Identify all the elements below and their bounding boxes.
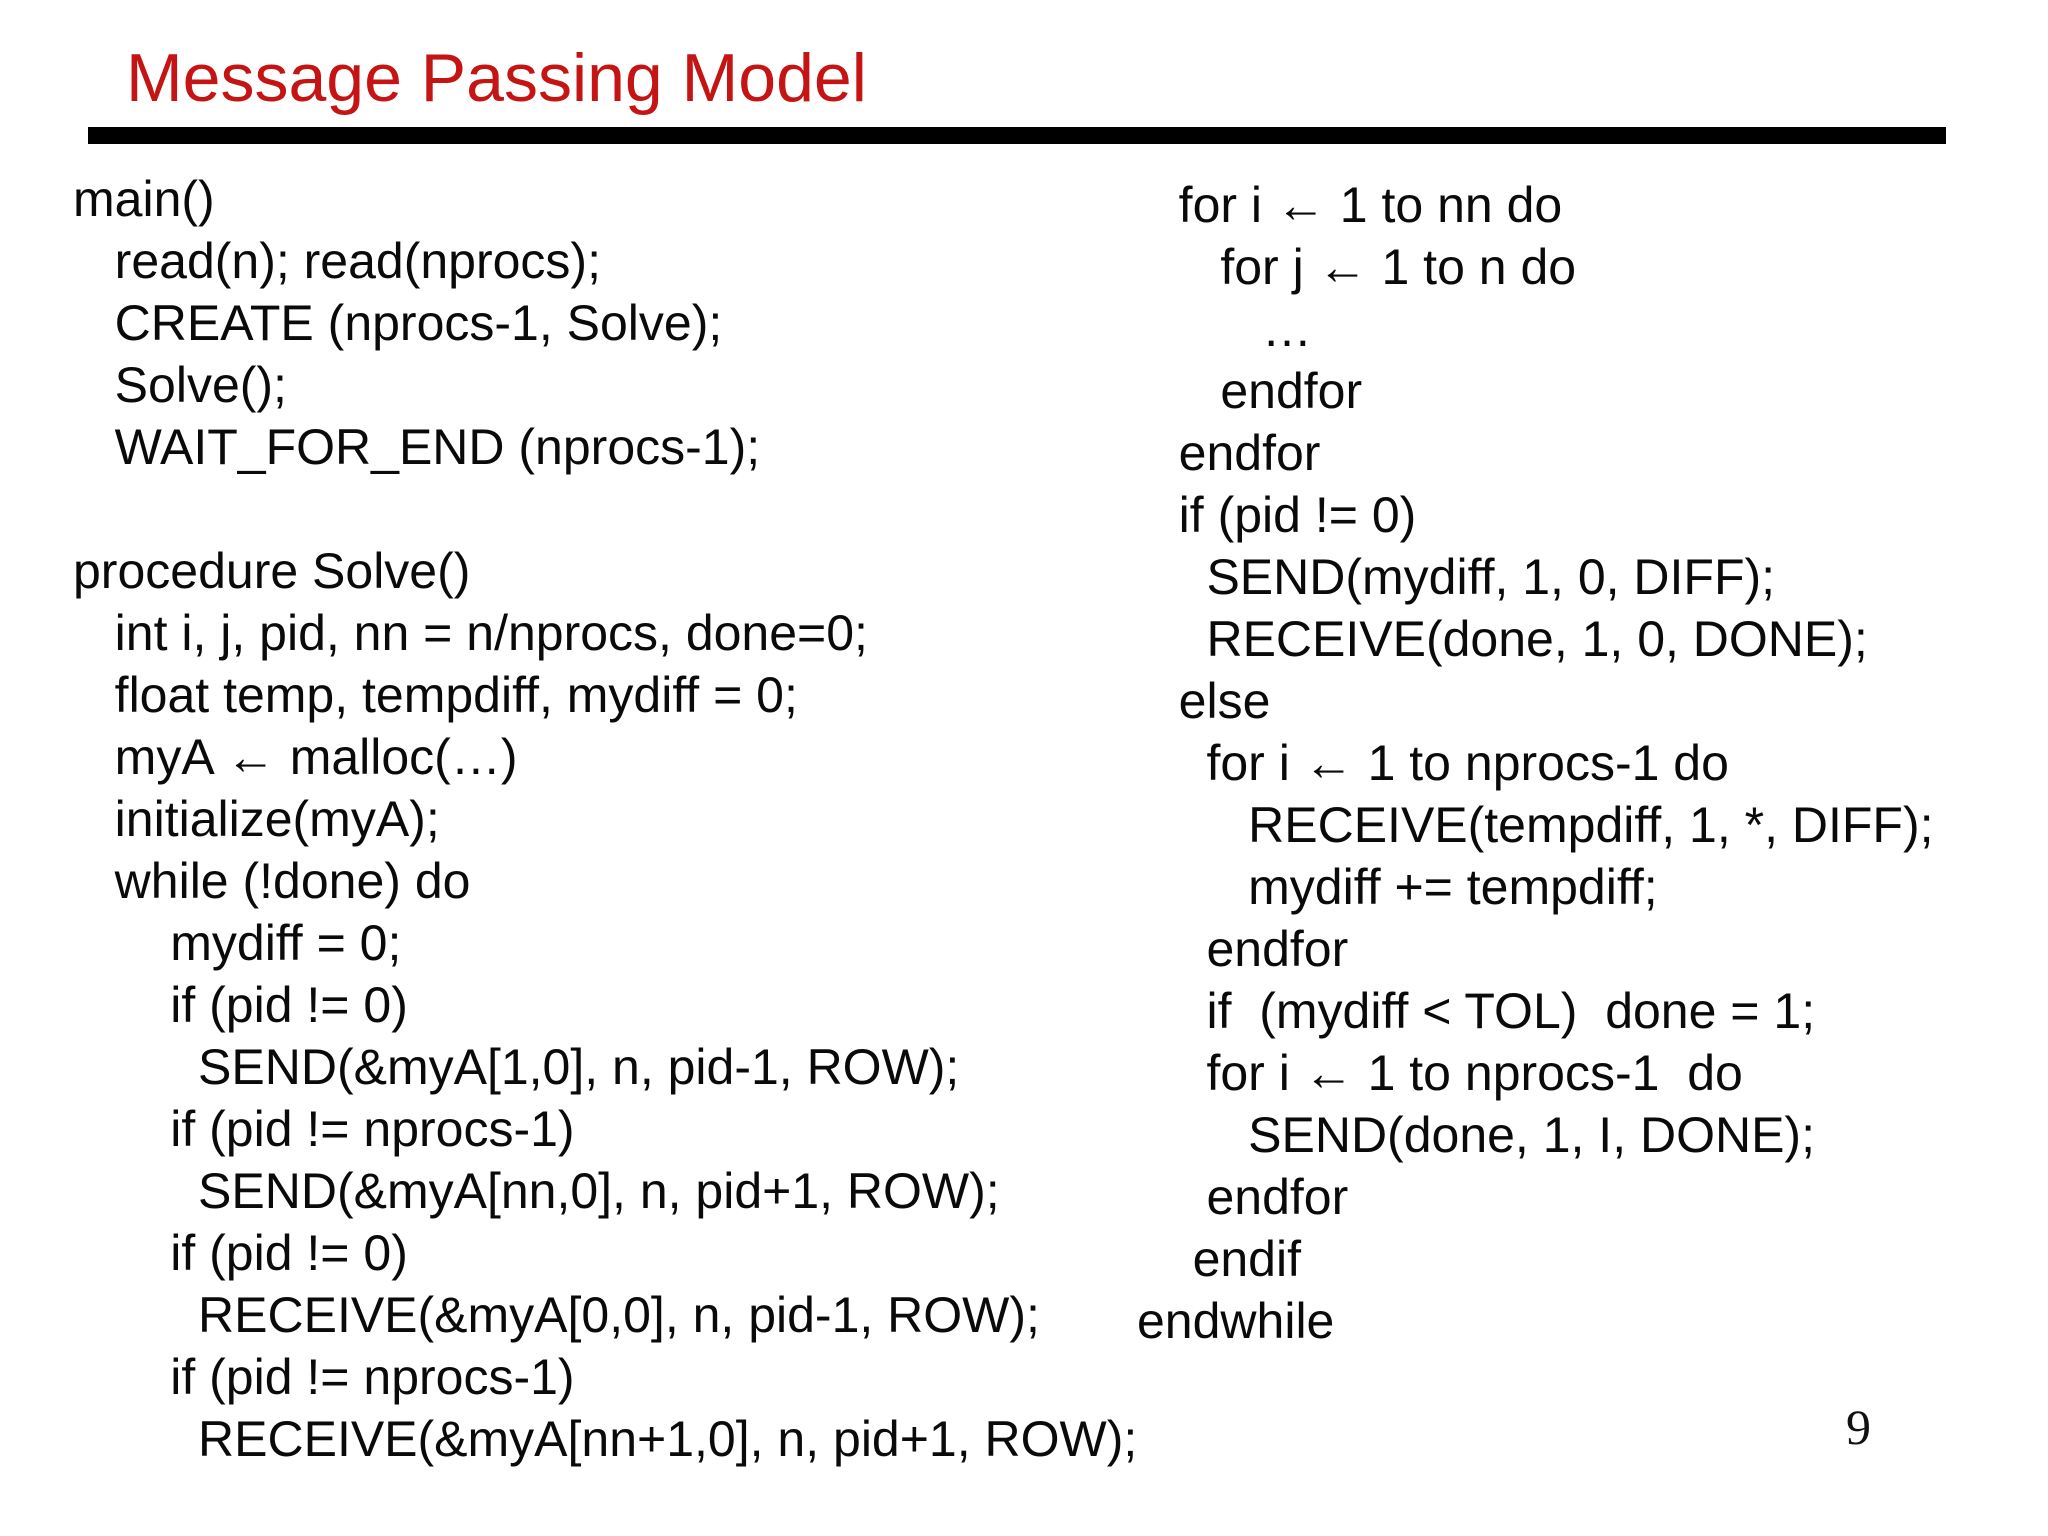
code-column-left: main() read(n); read(nprocs); CREATE (np…: [73, 171, 1138, 1467]
title-rule: [88, 127, 1946, 144]
code-column-right: for i ← 1 to nn do for j ← 1 to n do … e…: [1137, 177, 1934, 1349]
slide-title: Message Passing Model: [126, 40, 867, 116]
page-number: 9: [1846, 1399, 1871, 1455]
